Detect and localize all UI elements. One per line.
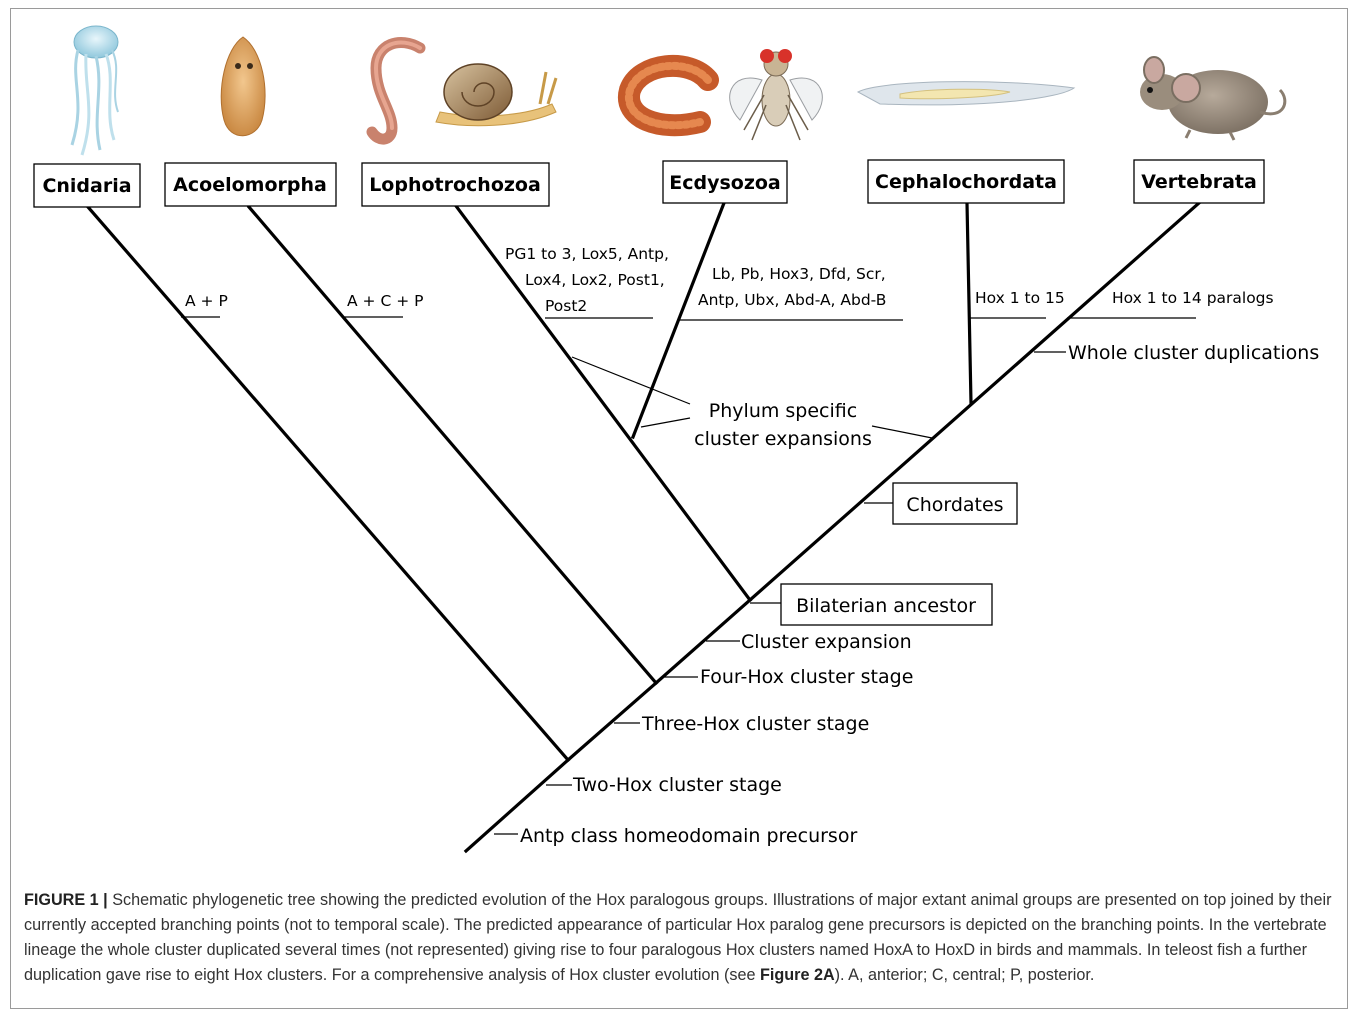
cephalochordata-gains: Hox 1 to 15 — [975, 289, 1065, 307]
lophotrochozoa-gains-line2: Lox4, Lox2, Post1, — [525, 271, 665, 289]
caption-tail: ). A, anterior; C, central; P, posterior… — [835, 966, 1095, 984]
figure-reference-link[interactable]: Figure 2A — [760, 966, 835, 984]
precursor-label: Antp class homeodomain precursor — [520, 825, 857, 847]
ecdysozoa-gains-line1: Lb, Pb, Hox3, Dfd, Scr, — [712, 265, 886, 283]
cluster-expansion-label: Cluster expansion — [741, 631, 912, 653]
figure-caption: FIGURE 1 | Schematic phylogenetic tree s… — [24, 888, 1336, 988]
vertebrata-label: Vertebrata — [1141, 171, 1257, 193]
flatworm-illustration — [221, 37, 265, 136]
lophotrochozoa-branch — [456, 206, 750, 600]
chordates-label: Chordates — [906, 494, 1003, 516]
two-hox-stage-label: Two-Hox cluster stage — [572, 774, 782, 796]
whole-cluster-duplications-label: Whole cluster duplications — [1068, 342, 1319, 364]
cnidaria-label: Cnidaria — [42, 175, 131, 197]
phylogenetic-tree: Cnidaria Acoelomorpha Lophotrochozoa Ecd… — [0, 0, 1358, 870]
bilaterian-ancestor-label: Bilaterian ancestor — [796, 595, 976, 617]
three-hox-stage-label: Three-Hox cluster stage — [641, 713, 869, 735]
ecdysozoa-label: Ecdysozoa — [669, 172, 781, 194]
mouse-illustration — [1140, 57, 1285, 140]
caption-text: Schematic phylogenetic tree showing the … — [24, 891, 1331, 984]
acoelomorpha-gains: A + C + P — [347, 292, 423, 310]
lophotrochozoa-gains-line1: PG1 to 3, Lox5, Antp, — [505, 245, 669, 263]
amphioxus-illustration — [858, 82, 1074, 105]
cnidaria-branch — [88, 207, 568, 760]
figure-label: FIGURE 1 | — [24, 891, 108, 909]
jellyfish-illustration — [72, 26, 118, 155]
cnidaria-gains: A + P — [185, 292, 228, 310]
cephalochordata-branch — [967, 203, 971, 403]
earthworm-illustration — [372, 42, 420, 139]
cephalochordata-label: Cephalochordata — [875, 171, 1057, 193]
velvet-worm-illustration — [629, 66, 708, 125]
lophotrochozoa-label: Lophotrochozoa — [369, 174, 541, 196]
lophotrochozoa-gains-line3: Post2 — [545, 297, 587, 315]
four-hox-stage-label: Four-Hox cluster stage — [700, 666, 913, 688]
vertebrata-gains: Hox 1 to 14 paralogs — [1112, 289, 1274, 307]
phylum-specific-label-line2: cluster expansions — [694, 428, 872, 450]
acoelomorpha-label: Acoelomorpha — [173, 174, 327, 196]
phylum-specific-label-line1: Phylum specific — [709, 400, 857, 422]
ecdysozoa-gains-line2: Antp, Ubx, Abd-A, Abd-B — [698, 291, 886, 309]
fruit-fly-illustration — [730, 49, 823, 140]
annotation-ticks — [181, 317, 1196, 834]
snail-illustration — [436, 64, 556, 126]
